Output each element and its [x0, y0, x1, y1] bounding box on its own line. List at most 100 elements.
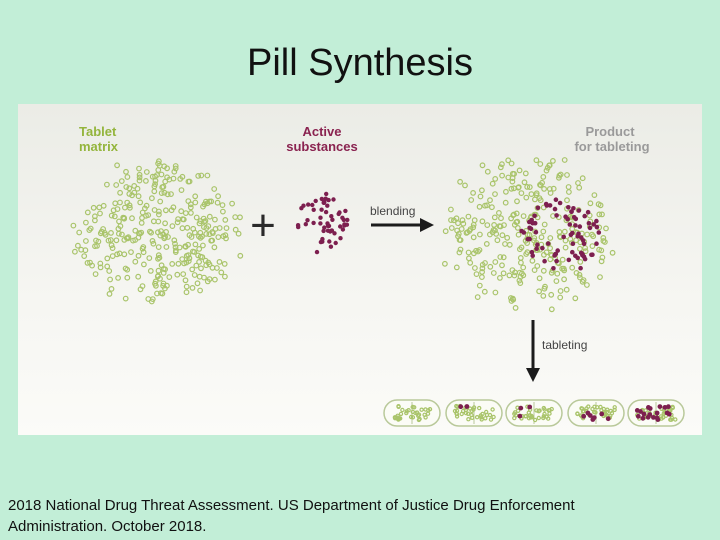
tablet-matrix-particle: [469, 412, 474, 418]
matrix-particle: [152, 173, 159, 180]
matrix-particle: [475, 248, 482, 255]
matrix-particle: [203, 262, 210, 269]
tablet-matrix-particle: [605, 407, 610, 412]
matrix-particle: [197, 287, 204, 294]
matrix-particle: [569, 225, 576, 232]
tablet-active-particle: [654, 415, 660, 421]
matrix-particle: [76, 229, 83, 236]
matrix-particle: [579, 278, 586, 285]
matrix-particle: [135, 273, 142, 280]
matrix-particle: [191, 272, 198, 278]
matrix-particle: [517, 254, 524, 261]
matrix-particle: [515, 231, 522, 238]
active-particle: [345, 217, 350, 223]
matrix-particle: [559, 265, 566, 272]
active-particle: [587, 225, 593, 231]
matrix-particle: [214, 199, 221, 206]
active-particle: [325, 203, 330, 208]
matrix-particle: [186, 255, 193, 262]
tablet-matrix-particle: [491, 414, 496, 420]
matrix-particle: [187, 204, 194, 211]
active-particle: [311, 207, 316, 212]
slide-title: Pill Synthesis: [247, 42, 473, 84]
active-particle: [305, 218, 310, 223]
matrix-particle: [540, 173, 547, 180]
tablet-matrix-particle: [590, 406, 595, 412]
tablet-matrix-label-line1: Tablet: [79, 124, 117, 139]
tablet-matrix-particle: [532, 417, 538, 423]
tablet-matrix-particle: [396, 404, 401, 409]
matrix-particle: [126, 204, 133, 211]
matrix-particle: [221, 260, 228, 267]
matrix-particle: [136, 174, 143, 181]
active-particle: [340, 215, 345, 220]
matrix-particle: [548, 291, 555, 298]
matrix-particle: [172, 163, 179, 169]
matrix-particle: [166, 274, 173, 281]
matrix-particle: [155, 158, 162, 165]
active-particle: [530, 253, 535, 258]
tablet-5: [627, 399, 685, 427]
matrix-particle: [216, 258, 223, 265]
matrix-particle: [492, 259, 499, 265]
tablet-matrix-particle: [423, 407, 428, 412]
active-particle: [534, 246, 539, 251]
matrix-particle: [541, 221, 548, 228]
matrix-particle: [483, 240, 490, 247]
matrix-particle: [211, 216, 218, 223]
matrix-particle: [116, 218, 122, 225]
matrix-particle: [442, 260, 448, 267]
active-particle: [525, 236, 531, 242]
tablet-active-particle: [605, 416, 611, 422]
matrix-particle: [202, 198, 209, 205]
matrix-particle: [78, 246, 85, 253]
matrix-particle: [158, 262, 165, 269]
matrix-particle: [474, 294, 481, 301]
matrix-particle: [128, 249, 134, 256]
matrix-particle: [466, 255, 472, 262]
matrix-particle: [482, 202, 488, 209]
matrix-particle: [134, 185, 141, 192]
matrix-particle: [561, 228, 568, 235]
active-particle: [318, 215, 323, 220]
active-particle: [303, 222, 308, 227]
matrix-particle: [189, 248, 196, 255]
citation: 2018 National Drug Threat Assessment. US…: [8, 495, 708, 537]
matrix-particle: [538, 234, 545, 241]
matrix-particle: [131, 189, 138, 196]
matrix-particle: [162, 220, 169, 227]
active-particle: [567, 222, 573, 227]
matrix-particle: [180, 271, 187, 278]
active-particle: [566, 205, 571, 210]
matrix-particle: [599, 211, 605, 218]
tablet-matrix-particle: [488, 417, 494, 422]
matrix-particle: [106, 290, 113, 297]
matrix-particle: [97, 210, 103, 217]
matrix-particle: [182, 210, 189, 216]
matrix-particle: [477, 231, 483, 238]
matrix-particle: [603, 225, 609, 232]
matrix-particle: [222, 216, 229, 223]
active-particle: [337, 210, 342, 215]
tablet-matrix-particle: [581, 409, 586, 414]
matrix-particle: [121, 204, 128, 211]
matrix-particle: [139, 283, 146, 290]
matrix-particle: [75, 242, 81, 249]
matrix-particle: [497, 164, 504, 171]
matrix-particle: [178, 208, 185, 215]
tablet-matrix-particle: [416, 413, 421, 418]
blending-arrow: [371, 218, 434, 232]
matrix-particle: [489, 180, 496, 187]
matrix-particle: [547, 245, 553, 252]
matrix-particle: [587, 200, 594, 207]
matrix-particle: [143, 169, 150, 175]
matrix-particle: [508, 185, 515, 192]
matrix-particle: [598, 258, 605, 265]
citation-line1: 2018 National Drug Threat Assessment. US…: [8, 497, 575, 514]
matrix-particle: [104, 263, 111, 270]
matrix-particle: [464, 229, 471, 236]
matrix-particle: [596, 246, 602, 253]
tablet-matrix-particle: [484, 409, 489, 415]
matrix-particle: [547, 235, 554, 241]
matrix-particle: [123, 184, 130, 190]
